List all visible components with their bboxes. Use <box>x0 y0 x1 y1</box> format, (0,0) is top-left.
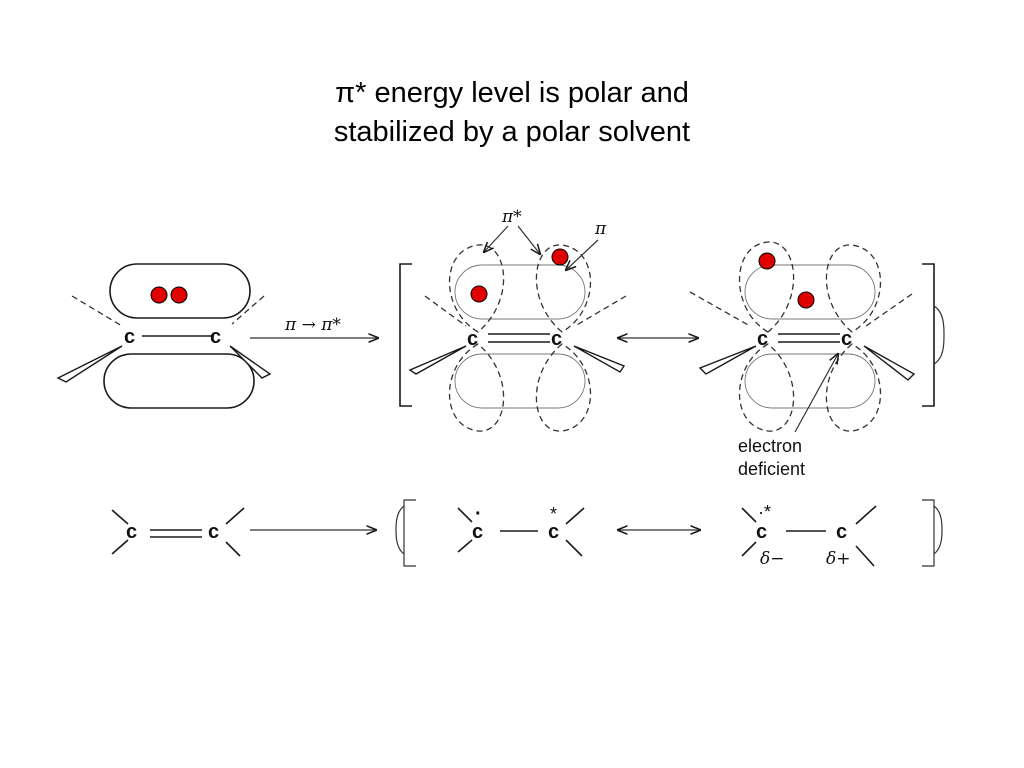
slide-title: π* energy level is polar and stabilized … <box>0 74 1024 152</box>
pi-orbital-outline-top <box>454 264 586 320</box>
pi-orbital-outline-bottom <box>454 353 586 409</box>
star: * <box>550 504 557 524</box>
pi-label: π <box>594 219 607 239</box>
bond-line <box>565 539 583 557</box>
excitation-arrow: π → π* <box>250 315 378 338</box>
carbon-left: c <box>467 328 478 350</box>
bottom-bracket-right <box>922 499 935 567</box>
pi-star-lobe-bottom-left <box>738 343 795 432</box>
carbon-right: c <box>210 326 221 348</box>
bond-line <box>457 507 473 523</box>
bottom-diradical: · c * c <box>457 503 585 557</box>
delta-plus: δ+ <box>826 549 850 569</box>
wedge-bond-left <box>698 345 757 375</box>
bond-line <box>855 505 877 525</box>
bracket-right <box>922 263 935 407</box>
pi-star-lobe-top-right <box>535 244 592 333</box>
dashed-bond-left <box>689 291 751 327</box>
bottom-bracket-left <box>403 499 416 567</box>
electron <box>470 285 488 303</box>
carbon-right: c <box>548 521 559 543</box>
pi-star-lobe-bottom-right <box>535 343 592 432</box>
excited-state-1-electrons <box>470 248 569 303</box>
pi-star-pointer-left <box>484 225 509 252</box>
transition-label: π → π* <box>284 315 341 335</box>
dashed-bond-left <box>71 295 123 327</box>
pi-orbital-outline-bottom <box>744 353 876 409</box>
excited-state-structure-2: c c electron deficient <box>689 241 916 479</box>
carbon-left: c <box>126 521 137 543</box>
wedge-bond-right <box>863 345 916 381</box>
pi-star-lobe-top-right <box>825 244 882 333</box>
bond-line <box>457 539 473 553</box>
pi-star-lobe-top-left <box>448 244 505 333</box>
carbon-left: c <box>757 328 768 350</box>
carbon-right: c <box>841 328 852 350</box>
bottom-brace-right <box>933 505 943 555</box>
electron-deficient-pointer <box>794 354 838 433</box>
radical-dot: · <box>475 503 482 525</box>
bottom-brace-left <box>395 505 405 555</box>
bond-line <box>111 539 129 555</box>
wedge-bond-right <box>229 345 272 379</box>
bond-line <box>741 507 757 523</box>
wedge-bond-right <box>573 345 626 373</box>
bond-line <box>855 545 875 567</box>
electron-deficient-label-line-1: electron <box>738 436 802 456</box>
brace-right <box>933 305 945 365</box>
bond-line <box>111 509 129 525</box>
excited-state-2-electrons <box>758 252 815 309</box>
ground-state-electron-pair <box>150 286 188 304</box>
carbon-left: c <box>756 521 767 543</box>
pi-lobe-top <box>109 263 251 319</box>
radical-star: ·* <box>758 502 771 522</box>
pi-orbital-outline-top <box>744 264 876 320</box>
dashed-bond-right <box>231 295 265 325</box>
bottom-polar-structure: ·* c δ− c δ+ <box>741 502 877 569</box>
excited-state-structure-1: c c π* π <box>408 207 627 432</box>
wedge-bond-left <box>408 345 467 375</box>
bond-line <box>225 541 241 557</box>
electron <box>150 286 168 304</box>
dashed-bond-left <box>424 295 467 327</box>
pi-star-lobe-bottom-left <box>448 343 505 432</box>
carbon-right: c <box>208 521 219 543</box>
bond-line <box>225 507 245 525</box>
carbon-right: c <box>836 521 847 543</box>
delta-minus: δ− <box>760 549 784 569</box>
ground-state-alkene: c c <box>56 263 272 409</box>
carbon-left: c <box>472 521 483 543</box>
pi-star-label: π* <box>501 207 522 227</box>
carbon-left: c <box>124 326 135 348</box>
carbon-right: c <box>551 328 562 350</box>
pi-star-pointer-right <box>517 225 540 254</box>
title-line-1: π* energy level is polar and <box>335 77 689 109</box>
bond-line <box>741 541 757 557</box>
bottom-alkene: c c <box>111 507 245 557</box>
electron <box>551 248 569 266</box>
pi-star-lobe-bottom-right <box>825 343 882 432</box>
electron <box>797 291 815 309</box>
wedge-bond-left <box>56 345 123 383</box>
electron-deficient-label-line-2: deficient <box>738 459 805 479</box>
title-line-2: stabilized by a polar solvent <box>333 116 691 148</box>
bond-line <box>565 507 585 525</box>
pi-pointer <box>566 239 599 270</box>
bracket-left <box>399 263 412 407</box>
dashed-bond-right <box>865 293 913 327</box>
pi-star-lobe-top-left <box>739 241 795 333</box>
electron <box>758 252 776 270</box>
electron <box>170 286 188 304</box>
pi-lobe-bottom <box>103 353 255 409</box>
